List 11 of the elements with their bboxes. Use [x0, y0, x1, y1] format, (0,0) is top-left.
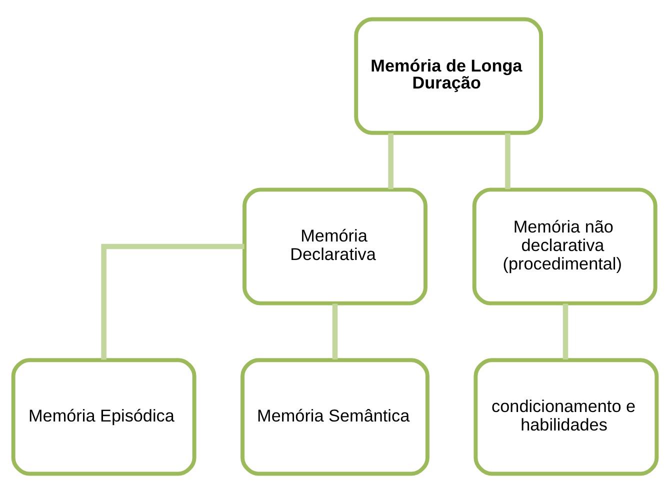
connector	[388, 132, 394, 189]
node-box: Memória Episódica	[11, 358, 196, 476]
node-box: Memória Declarativa	[242, 187, 428, 305]
node-box: Memória Semântica	[240, 358, 430, 476]
connector	[101, 243, 244, 360]
connector	[505, 132, 510, 189]
node-box: condicionamento e habilidades	[474, 358, 659, 476]
connector	[332, 303, 338, 360]
connector	[562, 303, 568, 360]
node-box: Memória de Longa Duração	[354, 16, 544, 134]
node-box: Memória não declarativa (procedimental)	[472, 187, 658, 305]
